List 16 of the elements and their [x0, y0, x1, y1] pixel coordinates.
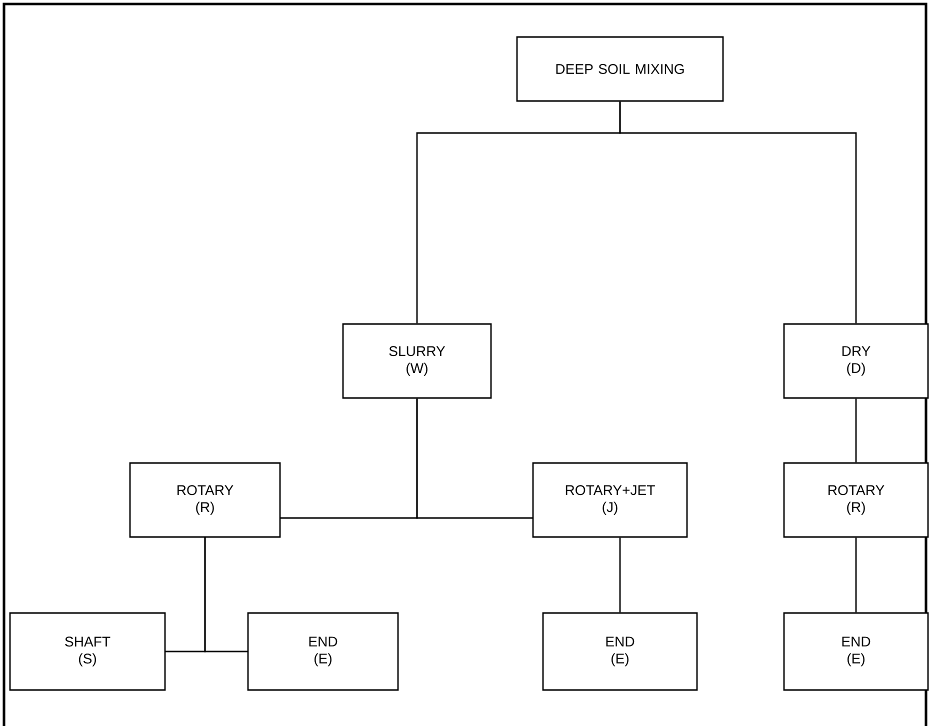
process-box: SLURRY (W): [342, 323, 492, 399]
connector-line: [855, 538, 857, 612]
process-box: ROTARY (R): [783, 462, 929, 538]
process-box: SHAFT (S): [9, 612, 166, 691]
connector-line: [855, 398, 857, 462]
process-box: END (E): [542, 612, 698, 691]
connector-line: [619, 102, 857, 324]
process-box: DRY (D): [783, 323, 929, 399]
process-box: END (E): [247, 612, 399, 691]
process-box: DEEP SOIL MIXING: [516, 36, 724, 102]
connector-line: [204, 537, 248, 652]
connector-line: [619, 538, 621, 612]
process-box: ROTARY (R): [129, 462, 281, 538]
process-box: END (E): [783, 612, 929, 691]
connector-line: [416, 398, 533, 519]
process-box: ROTARY+JET (J): [532, 462, 688, 538]
